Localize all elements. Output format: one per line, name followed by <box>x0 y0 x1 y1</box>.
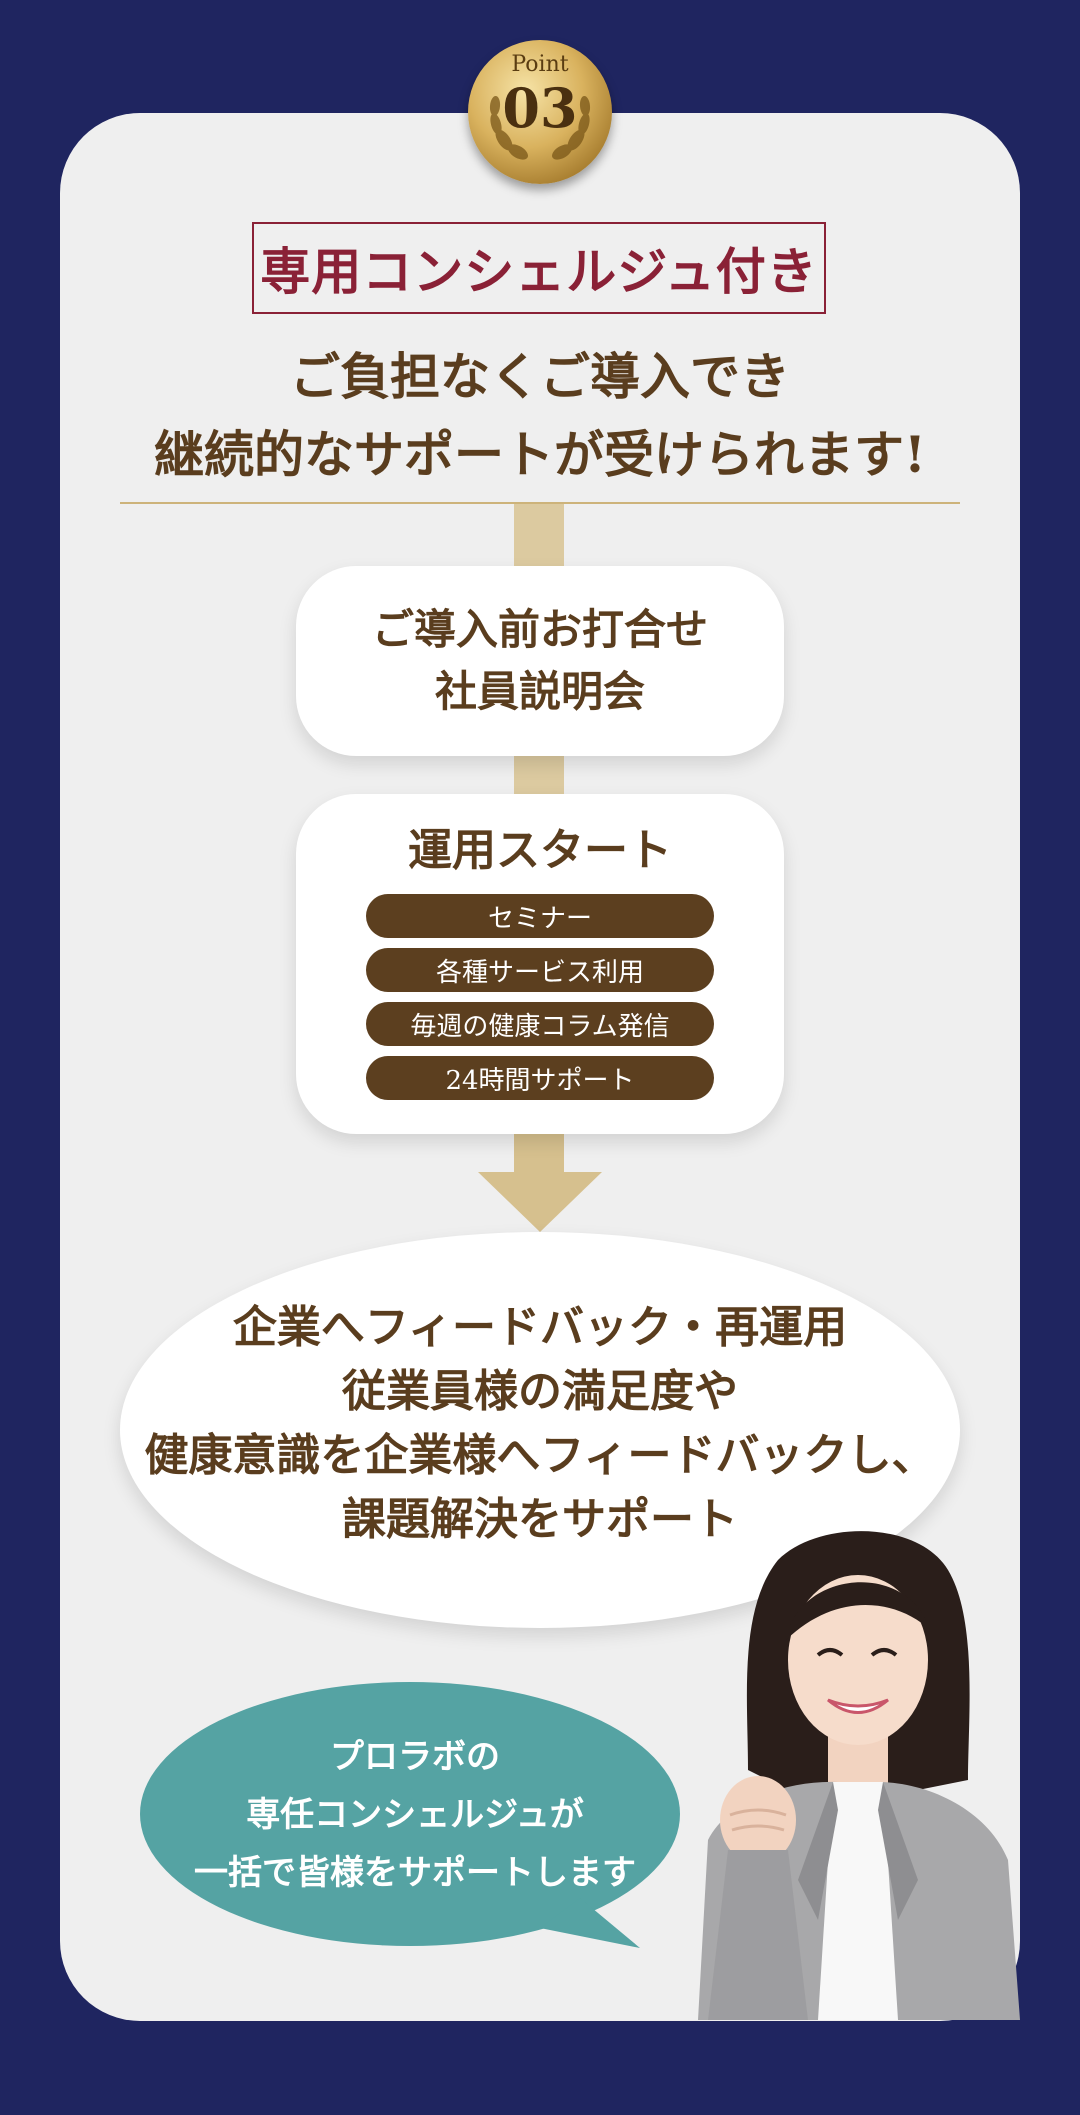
step2-title: 運用スタート <box>408 825 672 876</box>
divider <box>120 502 960 504</box>
service-pill: 毎週の健康コラム発信 <box>366 1002 714 1046</box>
headline-line-2: 継続的なサポートが受けられます! <box>154 425 926 484</box>
flow-connector <box>514 504 564 568</box>
speech-line-2: 専任コンシェルジュが <box>246 1795 584 1835</box>
point-badge: Point 03 <box>468 40 612 184</box>
step-operation-start: 運用スタート セミナー 各種サービス利用 毎週の健康コラム発信 24時間サポート <box>296 794 784 1134</box>
flow-connector <box>514 1132 564 1172</box>
headline-line-1: ご負担なくご導入でき <box>290 347 790 406</box>
laurel-wreath-icon <box>489 96 591 160</box>
concierge-photo <box>698 1531 1020 2020</box>
result-line-2: 従業員様の満足度や <box>342 1366 738 1417</box>
service-pill: 各種サービス利用 <box>366 948 714 992</box>
section-title: 専用コンシェルジュ付き <box>252 222 826 314</box>
step1-line-2: 社員説明会 <box>434 667 645 716</box>
step1-line-1: ご導入前お打合せ <box>371 605 708 654</box>
badge-number: 03 <box>502 76 578 140</box>
down-arrow-icon <box>478 1172 602 1232</box>
headline: ご負担なくご導入でき 継続的なサポートが受けられます! <box>60 338 1020 494</box>
speech-text: プロラボの 専任コンシェルジュが 一括で皆様をサポートします <box>140 1728 690 1902</box>
result-text: 企業へフィードバック・再運用 従業員様の満足度や 健康意識を企業様へフィードバッ… <box>120 1296 960 1552</box>
result-line-4: 課題解決をサポート <box>342 1494 738 1545</box>
speech-line-3: 一括で皆様をサポートします <box>194 1853 636 1893</box>
step-pre-meeting: ご導入前お打合せ 社員説明会 <box>296 566 784 756</box>
badge-label: Point <box>511 52 569 77</box>
service-pill: セミナー <box>366 894 714 938</box>
flow-connector <box>514 754 564 796</box>
result-line-1: 企業へフィードバック・再運用 <box>232 1302 848 1353</box>
speech-bubble <box>140 1682 680 1948</box>
service-pill: 24時間サポート <box>366 1056 714 1100</box>
speech-line-1: プロラボの <box>330 1737 500 1777</box>
result-line-3: 健康意識を企業様へフィードバックし、 <box>144 1430 936 1481</box>
